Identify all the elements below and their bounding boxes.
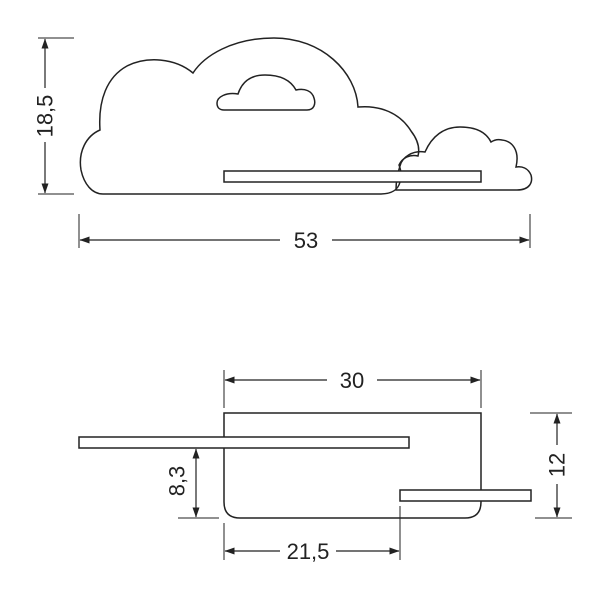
offset-label: 8,3 (165, 466, 190, 497)
height-label: 18,5 (33, 95, 58, 138)
front-view (38, 37, 533, 248)
small-cloud-outline (395, 126, 533, 191)
top-view-lower-shelf (399, 489, 532, 502)
cloud-cutout (216, 74, 316, 111)
front-shelf (223, 170, 482, 183)
top-view (78, 370, 572, 560)
bottom-width-label: 21,5 (287, 539, 330, 564)
top-view-upper-shelf (78, 436, 410, 449)
top-view-body (223, 412, 482, 519)
offset-label-bg (166, 455, 190, 505)
width-label: 53 (294, 228, 318, 253)
top-width-label: 30 (340, 368, 364, 393)
large-cloud-outline (79, 37, 420, 195)
depth-label: 12 (545, 453, 570, 477)
height-label-bg (33, 88, 57, 142)
